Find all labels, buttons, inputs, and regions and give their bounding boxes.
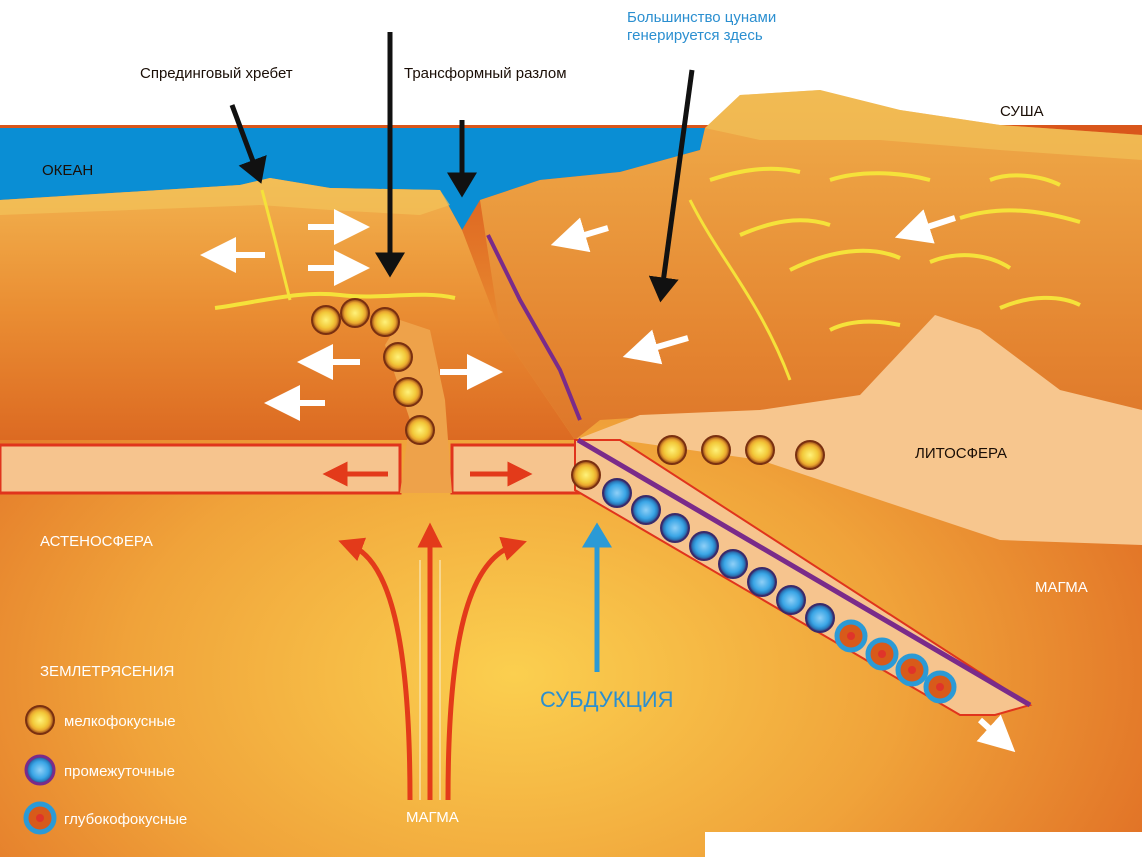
label-transform-fault: Трансформный разлом bbox=[404, 65, 567, 82]
label-lithosphere: ЛИТОСФЕРА bbox=[915, 445, 1007, 462]
label-land: СУША bbox=[1000, 103, 1044, 120]
legend-title: ЗЕМЛЕТРЯСЕНИЯ bbox=[40, 663, 174, 680]
label-spreading-ridge: Спрединговый хребет bbox=[140, 65, 293, 82]
legend-shallow-label: мелкофокусные bbox=[64, 713, 176, 730]
legend-intermediate-label: промежуточные bbox=[64, 763, 175, 780]
label-tsunami-line1: Большинство цунами bbox=[627, 9, 776, 26]
label-subduction: СУБДУКЦИЯ bbox=[540, 687, 673, 712]
legend-intermediate-icon bbox=[26, 756, 54, 784]
label-asthenosphere: АСТЕНОСФЕРА bbox=[40, 533, 153, 550]
label-magma-bottom: МАГМА bbox=[406, 809, 459, 826]
label-ocean: ОКЕАН bbox=[42, 162, 93, 179]
label-tsunami-line2: генерируется здесь bbox=[627, 27, 763, 44]
legend-shallow-icon bbox=[26, 706, 54, 734]
legend-deep-label: глубокофокусные bbox=[64, 811, 187, 828]
label-magma-right: МАГМА bbox=[1035, 579, 1088, 596]
